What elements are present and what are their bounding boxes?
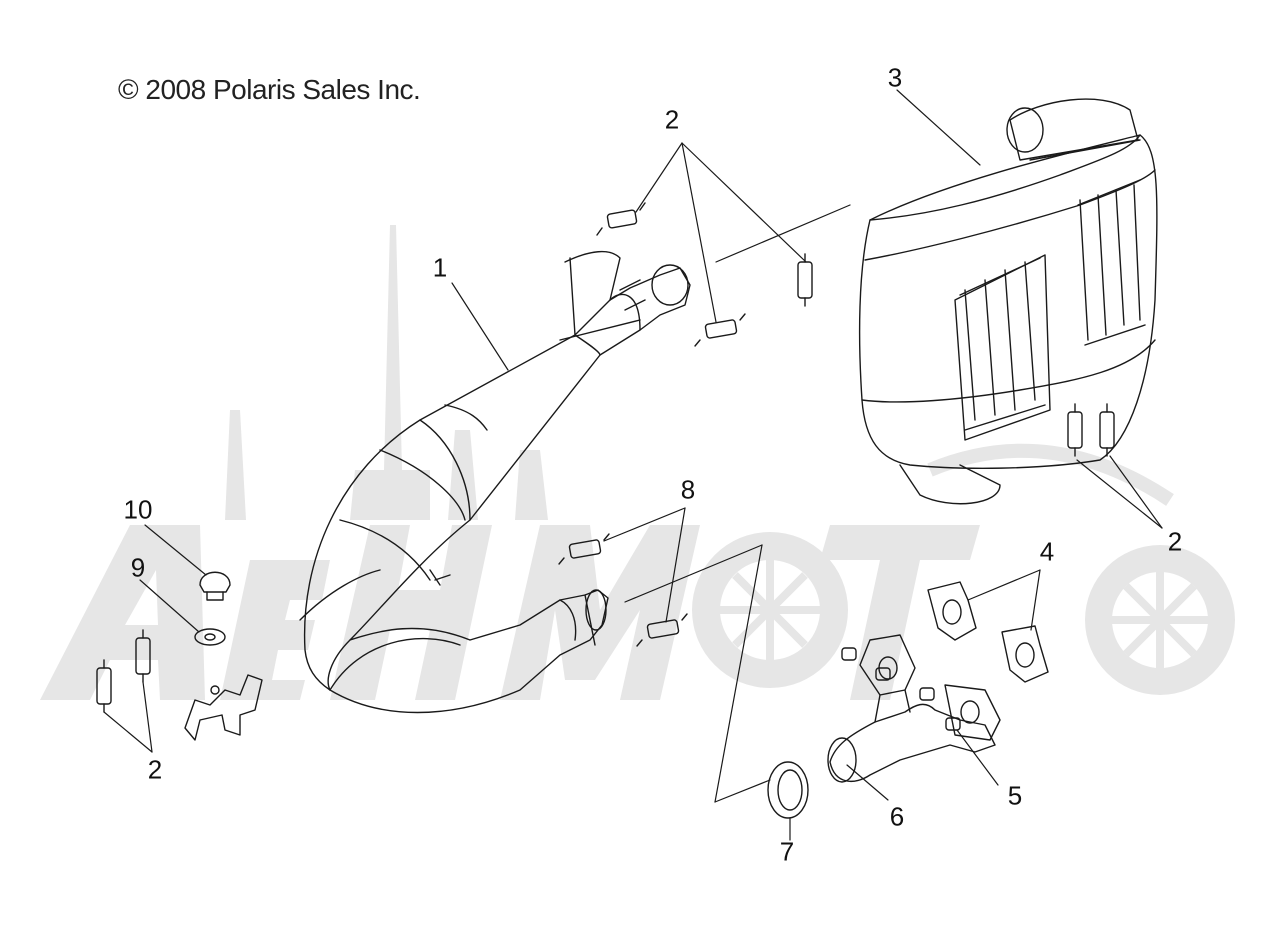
mounting-bracket xyxy=(184,674,263,741)
callout-3: 3 xyxy=(887,62,903,93)
springs-top xyxy=(596,202,813,347)
callout-9: 9 xyxy=(130,552,146,583)
washer xyxy=(194,628,226,646)
leader-lines xyxy=(103,89,1163,841)
callout-4: 4 xyxy=(1039,536,1055,567)
studs xyxy=(841,647,961,731)
callout-5: 5 xyxy=(1007,780,1023,811)
callout-2-left: 2 xyxy=(147,754,163,785)
callout-10: 10 xyxy=(123,494,153,525)
callout-7: 7 xyxy=(779,836,795,867)
springs-part8 xyxy=(558,533,688,647)
sealing-ring xyxy=(767,761,809,819)
callout-2-top: 2 xyxy=(664,104,680,135)
gaskets xyxy=(927,581,1049,683)
watermark xyxy=(40,225,1235,700)
muffler xyxy=(858,98,1158,505)
callout-6: 6 xyxy=(889,801,905,832)
grommet-cap xyxy=(199,571,231,601)
copyright-notice: © 2008 Polaris Sales Inc. xyxy=(118,74,421,105)
callout-1: 1 xyxy=(432,252,448,283)
springs-left xyxy=(96,629,151,713)
callout-8: 8 xyxy=(680,474,696,505)
springs-right xyxy=(1067,403,1115,457)
callout-2-right: 2 xyxy=(1167,526,1183,557)
expansion-pipe xyxy=(299,251,691,714)
exhaust-manifold xyxy=(827,634,1001,783)
watermark-spokes xyxy=(720,443,1208,668)
